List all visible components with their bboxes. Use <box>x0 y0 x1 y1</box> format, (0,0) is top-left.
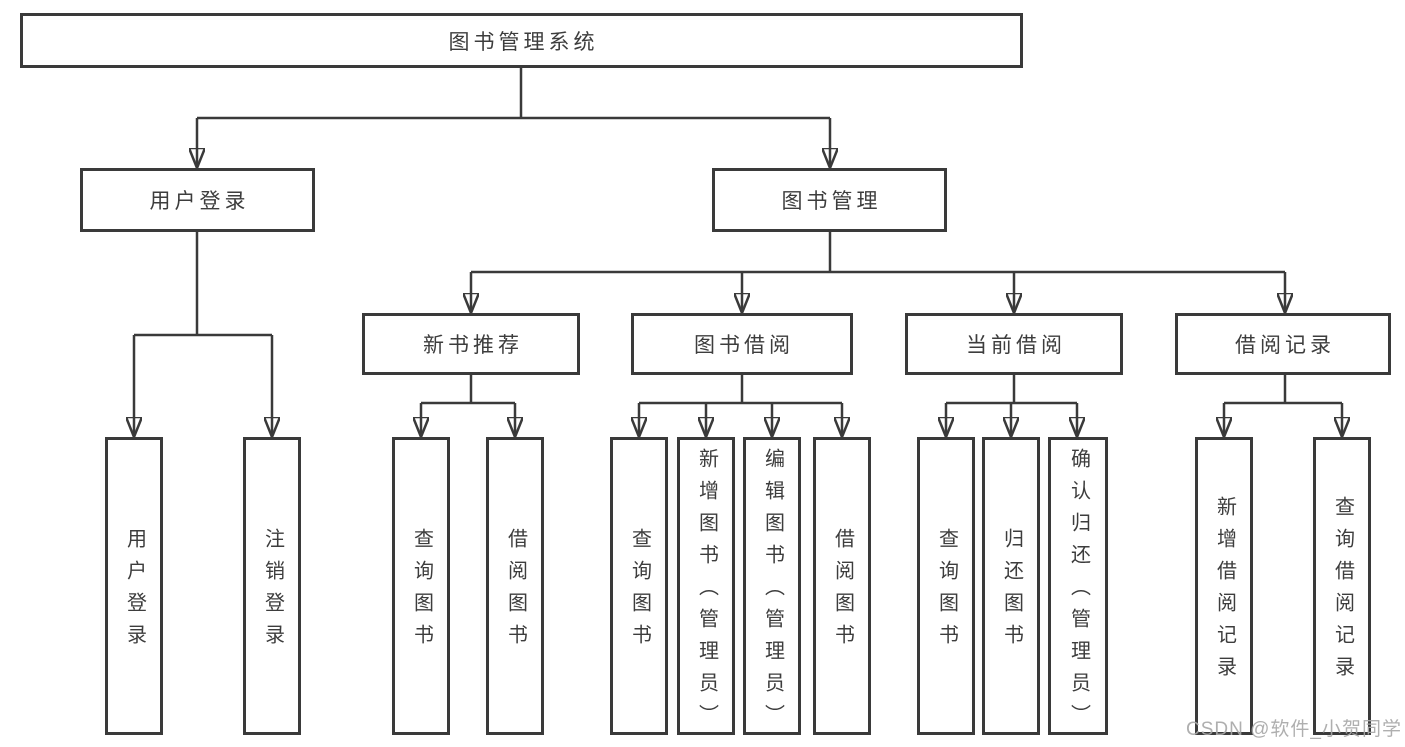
node-rec-query-books-label: 查询图书 <box>410 528 433 656</box>
node-current-query-books-label: 查询图书 <box>935 528 958 656</box>
node-borrow-add-books-admin: 新增图书（管理员） <box>677 437 735 736</box>
node-rec-borrow-books-label: 借阅图书 <box>504 528 527 656</box>
node-user-login-leaf-label: 用户登录 <box>123 528 146 656</box>
node-user-login-label: 用户登录 <box>149 190 250 213</box>
node-borrow-query-books: 查询图书 <box>610 437 668 735</box>
node-borrowing-records: 借阅记录 <box>1175 313 1391 375</box>
node-book-borrowing-label: 图书借阅 <box>694 334 794 357</box>
node-current-confirm-return-admin: 确认归还（管理员） <box>1048 437 1108 736</box>
node-borrowing-records-label: 借阅记录 <box>1235 334 1335 357</box>
node-borrow-edit-books-admin: 编辑图书（管理员） <box>743 437 801 736</box>
node-user-login-leaf: 用户登录 <box>105 437 163 735</box>
node-current-return-books-label: 归还图书 <box>1000 528 1023 656</box>
node-new-book-recommend-label: 新书推荐 <box>423 334 523 357</box>
node-book-borrowing: 图书借阅 <box>631 313 853 375</box>
node-new-book-recommend: 新书推荐 <box>362 313 580 375</box>
node-current-return-books: 归还图书 <box>982 437 1040 735</box>
node-current-query-books: 查询图书 <box>917 437 975 735</box>
node-book-management: 图书管理 <box>712 168 947 232</box>
node-logout-leaf-label: 注销登录 <box>261 528 284 656</box>
node-rec-borrow-books: 借阅图书 <box>486 437 544 735</box>
node-record-query-borrow-record: 查询借阅记录 <box>1313 437 1371 735</box>
node-root: 图书管理系统 <box>20 13 1023 68</box>
node-borrow-query-books-label: 查询图书 <box>628 528 651 656</box>
node-rec-query-books: 查询图书 <box>392 437 450 735</box>
node-borrow-add-books-admin-label: 新增图书（管理员） <box>695 448 718 736</box>
node-current-borrowing: 当前借阅 <box>905 313 1123 375</box>
node-record-add-borrow-record: 新增借阅记录 <box>1195 437 1253 735</box>
node-book-management-label: 图书管理 <box>781 190 882 213</box>
node-borrow-borrow-books-label: 借阅图书 <box>831 528 854 656</box>
node-record-query-borrow-record-label: 查询借阅记录 <box>1331 496 1354 688</box>
node-current-confirm-return-admin-label: 确认归还（管理员） <box>1067 448 1090 736</box>
node-root-label: 图书管理系统 <box>448 30 599 54</box>
node-logout-leaf: 注销登录 <box>243 437 301 735</box>
node-user-login: 用户登录 <box>80 168 315 232</box>
node-borrow-borrow-books: 借阅图书 <box>813 437 871 735</box>
node-borrow-edit-books-admin-label: 编辑图书（管理员） <box>761 448 784 736</box>
node-current-borrowing-label: 当前借阅 <box>966 334 1066 357</box>
node-record-add-borrow-record-label: 新增借阅记录 <box>1213 496 1236 688</box>
